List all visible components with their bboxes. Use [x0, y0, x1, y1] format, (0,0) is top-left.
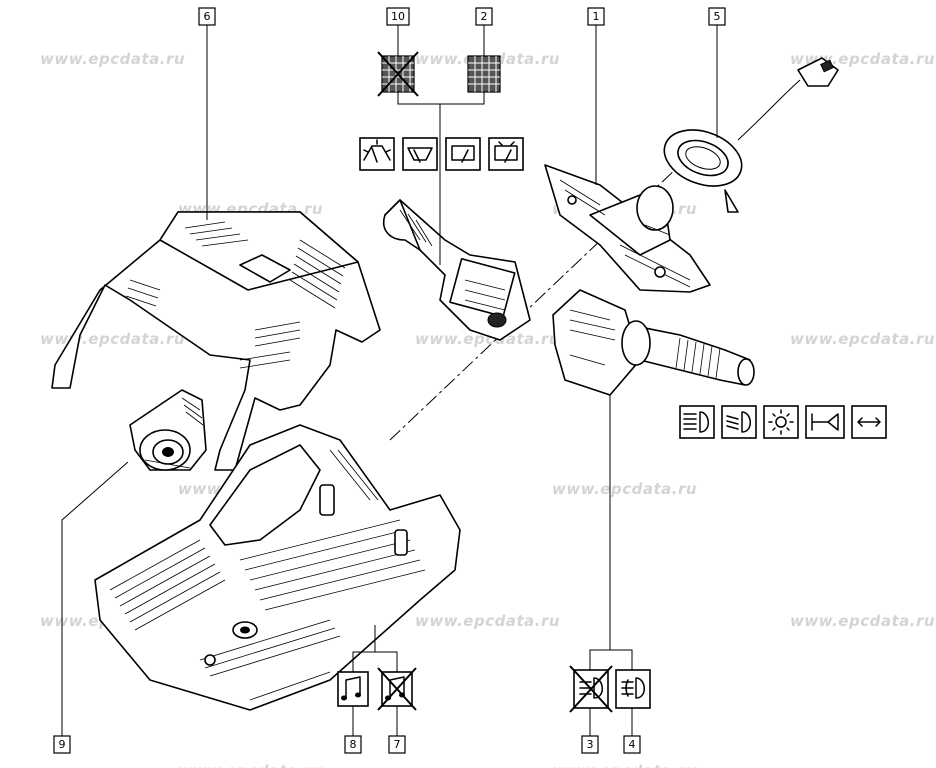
headlamp-icon: [679, 405, 715, 439]
watermark-text: www.epcdata.ru: [790, 612, 935, 630]
rotary-connector: [663, 57, 839, 213]
no-fog-lamp-icon: [569, 665, 613, 713]
callout-number: 8: [350, 738, 357, 751]
no-rain-sensor-icon: [377, 51, 419, 97]
callout-number: 10: [391, 10, 405, 23]
watermark-text: www.epcdata.ru: [178, 762, 323, 768]
callout-1: 1: [587, 7, 605, 26]
horn-icon: [805, 405, 845, 439]
audio-control-icon: [337, 671, 369, 707]
watermark-text: www.epcdata.ru: [552, 762, 697, 768]
callout-4: 4: [623, 735, 641, 754]
lower-column-shroud: [94, 424, 461, 711]
callout-number: 1: [593, 10, 600, 23]
callout-number: 4: [629, 738, 636, 751]
rear-wiper-icon: [445, 137, 481, 171]
ignition-switch-bezel: [129, 389, 207, 471]
callout-5: 5: [708, 7, 726, 26]
fog-lamp-icon: [615, 669, 651, 709]
switch-mounting-bracket: [544, 164, 711, 293]
callout-number: 5: [714, 10, 721, 23]
rain-sensor-icon: [467, 55, 501, 93]
callout-number: 9: [59, 738, 66, 751]
no-audio-control-icon: [377, 667, 417, 711]
watermark-text: www.epcdata.ru: [415, 612, 560, 630]
wiper-stalk-switch: [383, 199, 531, 341]
callout-3: 3: [581, 735, 599, 754]
callout-number: 7: [394, 738, 401, 751]
callout-9: 9: [53, 735, 71, 754]
callout-number: 6: [204, 10, 211, 23]
windscreen-wiper-icon: [402, 137, 438, 171]
indicator-arrows-icon: [851, 405, 887, 439]
callout-8: 8: [344, 735, 362, 754]
watermark-text: www.epcdata.ru: [40, 330, 185, 348]
watermark-text: www.epcdata.ru: [790, 330, 935, 348]
upper-column-shroud: [51, 211, 381, 471]
dipped-beam-icon: [721, 405, 757, 439]
lighting-stalk-switch: [552, 289, 755, 396]
callout-10: 10: [386, 7, 410, 26]
callout-number: 2: [481, 10, 488, 23]
sidelamp-icon: [763, 405, 799, 439]
leader-lines: [61, 24, 718, 736]
watermark-text: www.epcdata.ru: [552, 480, 697, 498]
callout-number: 3: [587, 738, 594, 751]
callout-2: 2: [475, 7, 493, 26]
watermark-text: www.epcdata.ru: [40, 50, 185, 68]
callout-6: 6: [198, 7, 216, 26]
watermark-text: www.epcdata.ru: [415, 330, 560, 348]
callout-7: 7: [388, 735, 406, 754]
rear-washer-wiper-icon: [488, 137, 524, 171]
washer-wiper-icon: [359, 137, 395, 171]
